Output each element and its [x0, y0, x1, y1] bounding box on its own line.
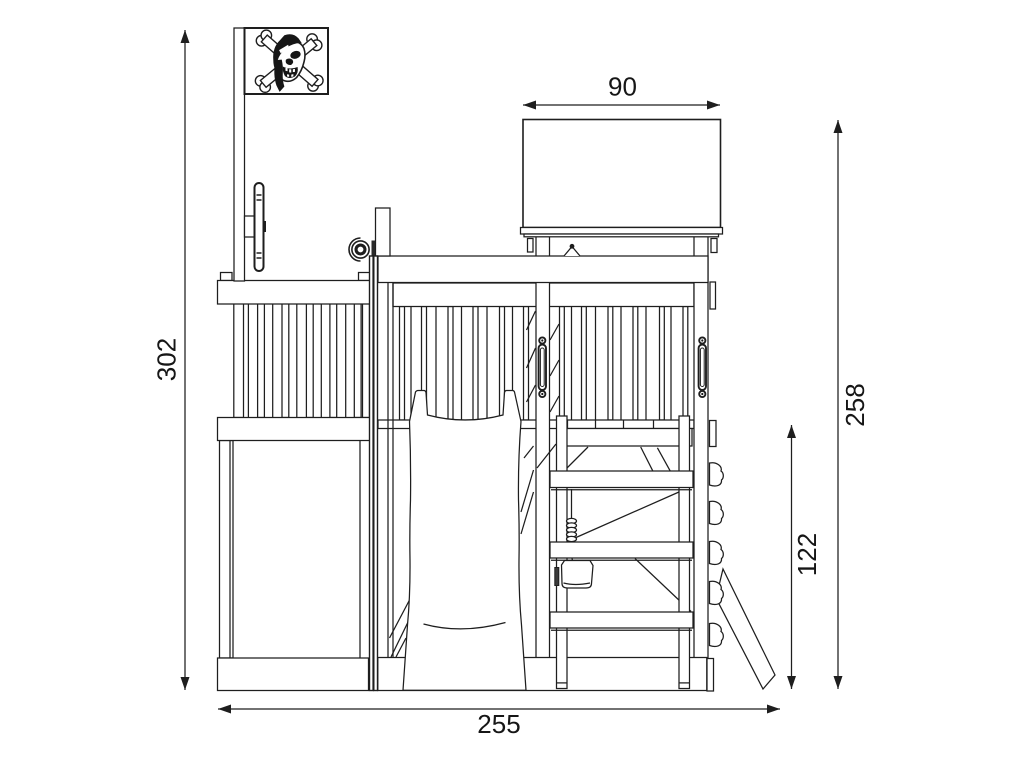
svg-text:255: 255 [477, 709, 520, 739]
svg-text:302: 302 [152, 338, 182, 381]
svg-text:122: 122 [792, 533, 822, 576]
svg-text:90: 90 [608, 72, 637, 102]
svg-text:258: 258 [840, 383, 870, 426]
